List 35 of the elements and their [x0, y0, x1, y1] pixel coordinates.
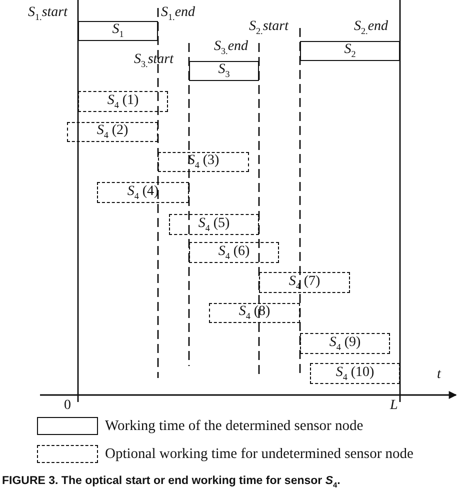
optional-time-bar — [189, 242, 279, 263]
tick-label: L — [390, 399, 398, 413]
optional-time-bar — [209, 303, 300, 323]
optional-time-bar — [300, 333, 390, 354]
caption: FIGURE 3. The optical start or end working time for sensor S$_{4}$. — [2, 476, 340, 489]
bar-label: S$_{4}$ (1) — [107, 94, 139, 110]
bar-label: S$_{2}$ — [344, 43, 356, 59]
time-point-label: S$_{2.}$start — [249, 20, 289, 36]
legend-text: Optional working time for undetermined sensor node — [105, 447, 414, 462]
optional-time-bar — [310, 363, 400, 384]
time-point-label: S$_{2.}$end — [354, 20, 388, 36]
bar-label: S$_{1}$ — [112, 23, 124, 39]
legend-text: Working time of the determined sensor node — [105, 419, 364, 434]
optional-time-bar — [78, 91, 168, 112]
tick-label: 0 — [64, 399, 71, 413]
bar-label: S$_{4}$ (9) — [329, 336, 361, 352]
bar-label: S$_{4}$ (6) — [218, 244, 250, 260]
optional-time-bar — [158, 152, 249, 172]
working-time-bar — [189, 61, 259, 81]
bar-label: S$_{4}$ (5) — [198, 216, 230, 232]
bar-label: S$_{4}$ (10) — [336, 366, 374, 382]
optional-time-bar — [67, 122, 158, 142]
time-point-label: S$_{3.}$start — [134, 53, 174, 69]
bar-label: S$_{4}$ (4) — [127, 184, 159, 200]
time-point-label: S$_{1.}$start — [28, 6, 68, 22]
time-point-label: S$_{1.}$end — [161, 6, 196, 22]
optional-time-bar — [97, 182, 189, 203]
bar-label: S$_{4}$ (2) — [96, 124, 128, 140]
bar-label: S$_{3}$ — [218, 63, 230, 79]
working-time-bar — [78, 21, 158, 41]
working-time-bar — [300, 41, 400, 61]
time-point-label: S$_{3.}$end — [214, 40, 248, 56]
optional-time-bar — [169, 214, 259, 235]
optional-time-bar — [259, 272, 350, 293]
axis-label: t — [437, 368, 441, 382]
